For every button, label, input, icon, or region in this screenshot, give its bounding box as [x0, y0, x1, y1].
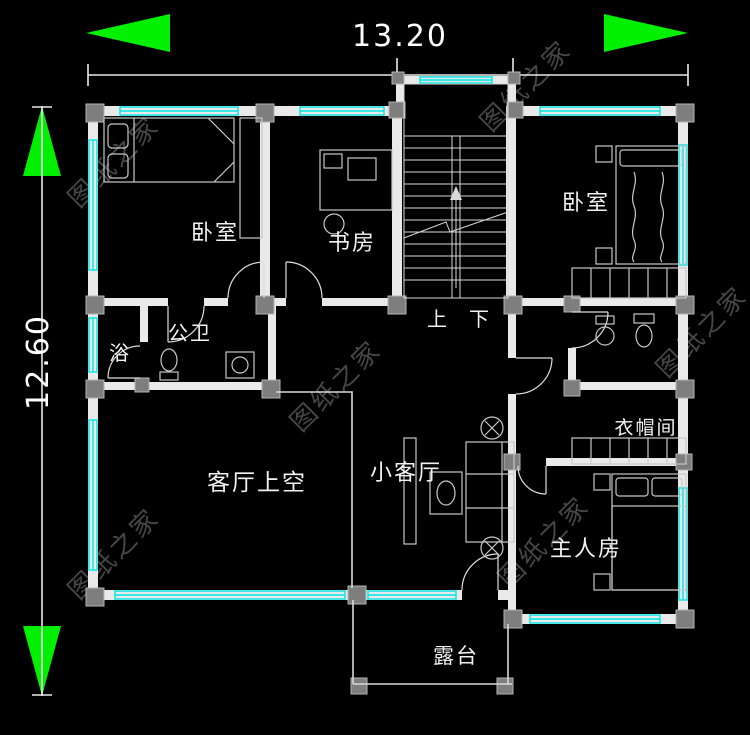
dimension-arrow-right-icon	[604, 14, 688, 52]
window	[678, 144, 688, 266]
door-hallway	[515, 357, 553, 395]
bed-bedroom-left	[103, 117, 235, 183]
window	[419, 76, 493, 84]
window	[119, 106, 239, 116]
label-bath: 浴	[109, 341, 131, 365]
watermark-text: 图纸之家	[475, 35, 578, 138]
dimension-height-value: 12.60	[21, 314, 56, 410]
wardrobe-bedroom-left	[239, 117, 263, 239]
label-terrace: 露台	[433, 644, 479, 668]
label-bedroom-right: 卧室	[562, 191, 610, 216]
desk-study	[319, 149, 393, 235]
windows	[88, 76, 688, 624]
label-study: 书房	[328, 231, 376, 256]
label-stairs-up: 上	[427, 307, 449, 331]
label-master-bedroom: 主人房	[550, 537, 622, 562]
door-bathroom-right	[571, 311, 609, 349]
label-bedroom-left: 卧室	[191, 221, 239, 246]
door-bath	[107, 345, 141, 379]
door-study	[285, 261, 323, 299]
window	[678, 487, 688, 601]
wardrobe-cloakroom	[571, 437, 687, 465]
coffee-table-small-living	[429, 471, 463, 515]
room-labels: 卧室 书房 卧室 浴 公卫 上 下 客厅上空 小客厅 衣帽间 主人房 露台	[109, 191, 677, 668]
door-terrace	[461, 553, 499, 591]
toilet-bathroom-right	[633, 313, 655, 348]
label-cloakroom: 衣帽间	[614, 417, 677, 439]
window	[539, 106, 661, 116]
label-public-wc: 公卫	[168, 321, 212, 345]
sink-public-wc	[225, 351, 255, 379]
window	[88, 139, 98, 271]
plant-icon	[480, 416, 504, 440]
toilet-public-wc	[159, 348, 179, 381]
plant-icon	[480, 536, 504, 560]
door-public-wc	[167, 305, 205, 343]
window	[529, 614, 661, 624]
watermark-text: 图纸之家	[651, 281, 750, 384]
terrace-railing	[352, 600, 512, 685]
dimension-arrow-left-icon	[86, 14, 170, 52]
sofa-small-living	[465, 441, 515, 543]
bed-master-bedroom	[593, 473, 687, 591]
void-railing	[276, 391, 353, 588]
window	[367, 590, 457, 600]
window	[88, 317, 98, 373]
wardrobe-bedroom-right	[571, 267, 687, 299]
window	[114, 590, 346, 600]
window	[299, 106, 385, 116]
dimension-top: 13.20	[86, 14, 689, 86]
doors	[107, 261, 609, 591]
structural-columns	[85, 71, 695, 695]
bed-bedroom-right	[595, 145, 687, 265]
door-master-bedroom	[517, 465, 547, 495]
tv-cabinet-small-living	[403, 437, 417, 545]
watermarks: 图纸之家 图纸之家 图纸之家 图纸之家 图纸之家 图纸之家	[63, 35, 750, 606]
stair-direction-arrow-icon	[450, 186, 462, 288]
sink-bathroom-right	[595, 315, 615, 346]
dimension-left: 12.60	[21, 106, 61, 696]
label-small-living: 小客厅	[370, 461, 442, 486]
watermark-text: 图纸之家	[285, 335, 388, 438]
dimension-width-value: 13.20	[352, 19, 448, 54]
door-bedroom-left	[227, 261, 265, 299]
watermark-text: 图纸之家	[63, 111, 166, 214]
label-stairs-down: 下	[469, 307, 491, 331]
window	[88, 419, 98, 571]
label-living-void: 客厅上空	[207, 470, 307, 496]
staircase	[403, 83, 509, 299]
